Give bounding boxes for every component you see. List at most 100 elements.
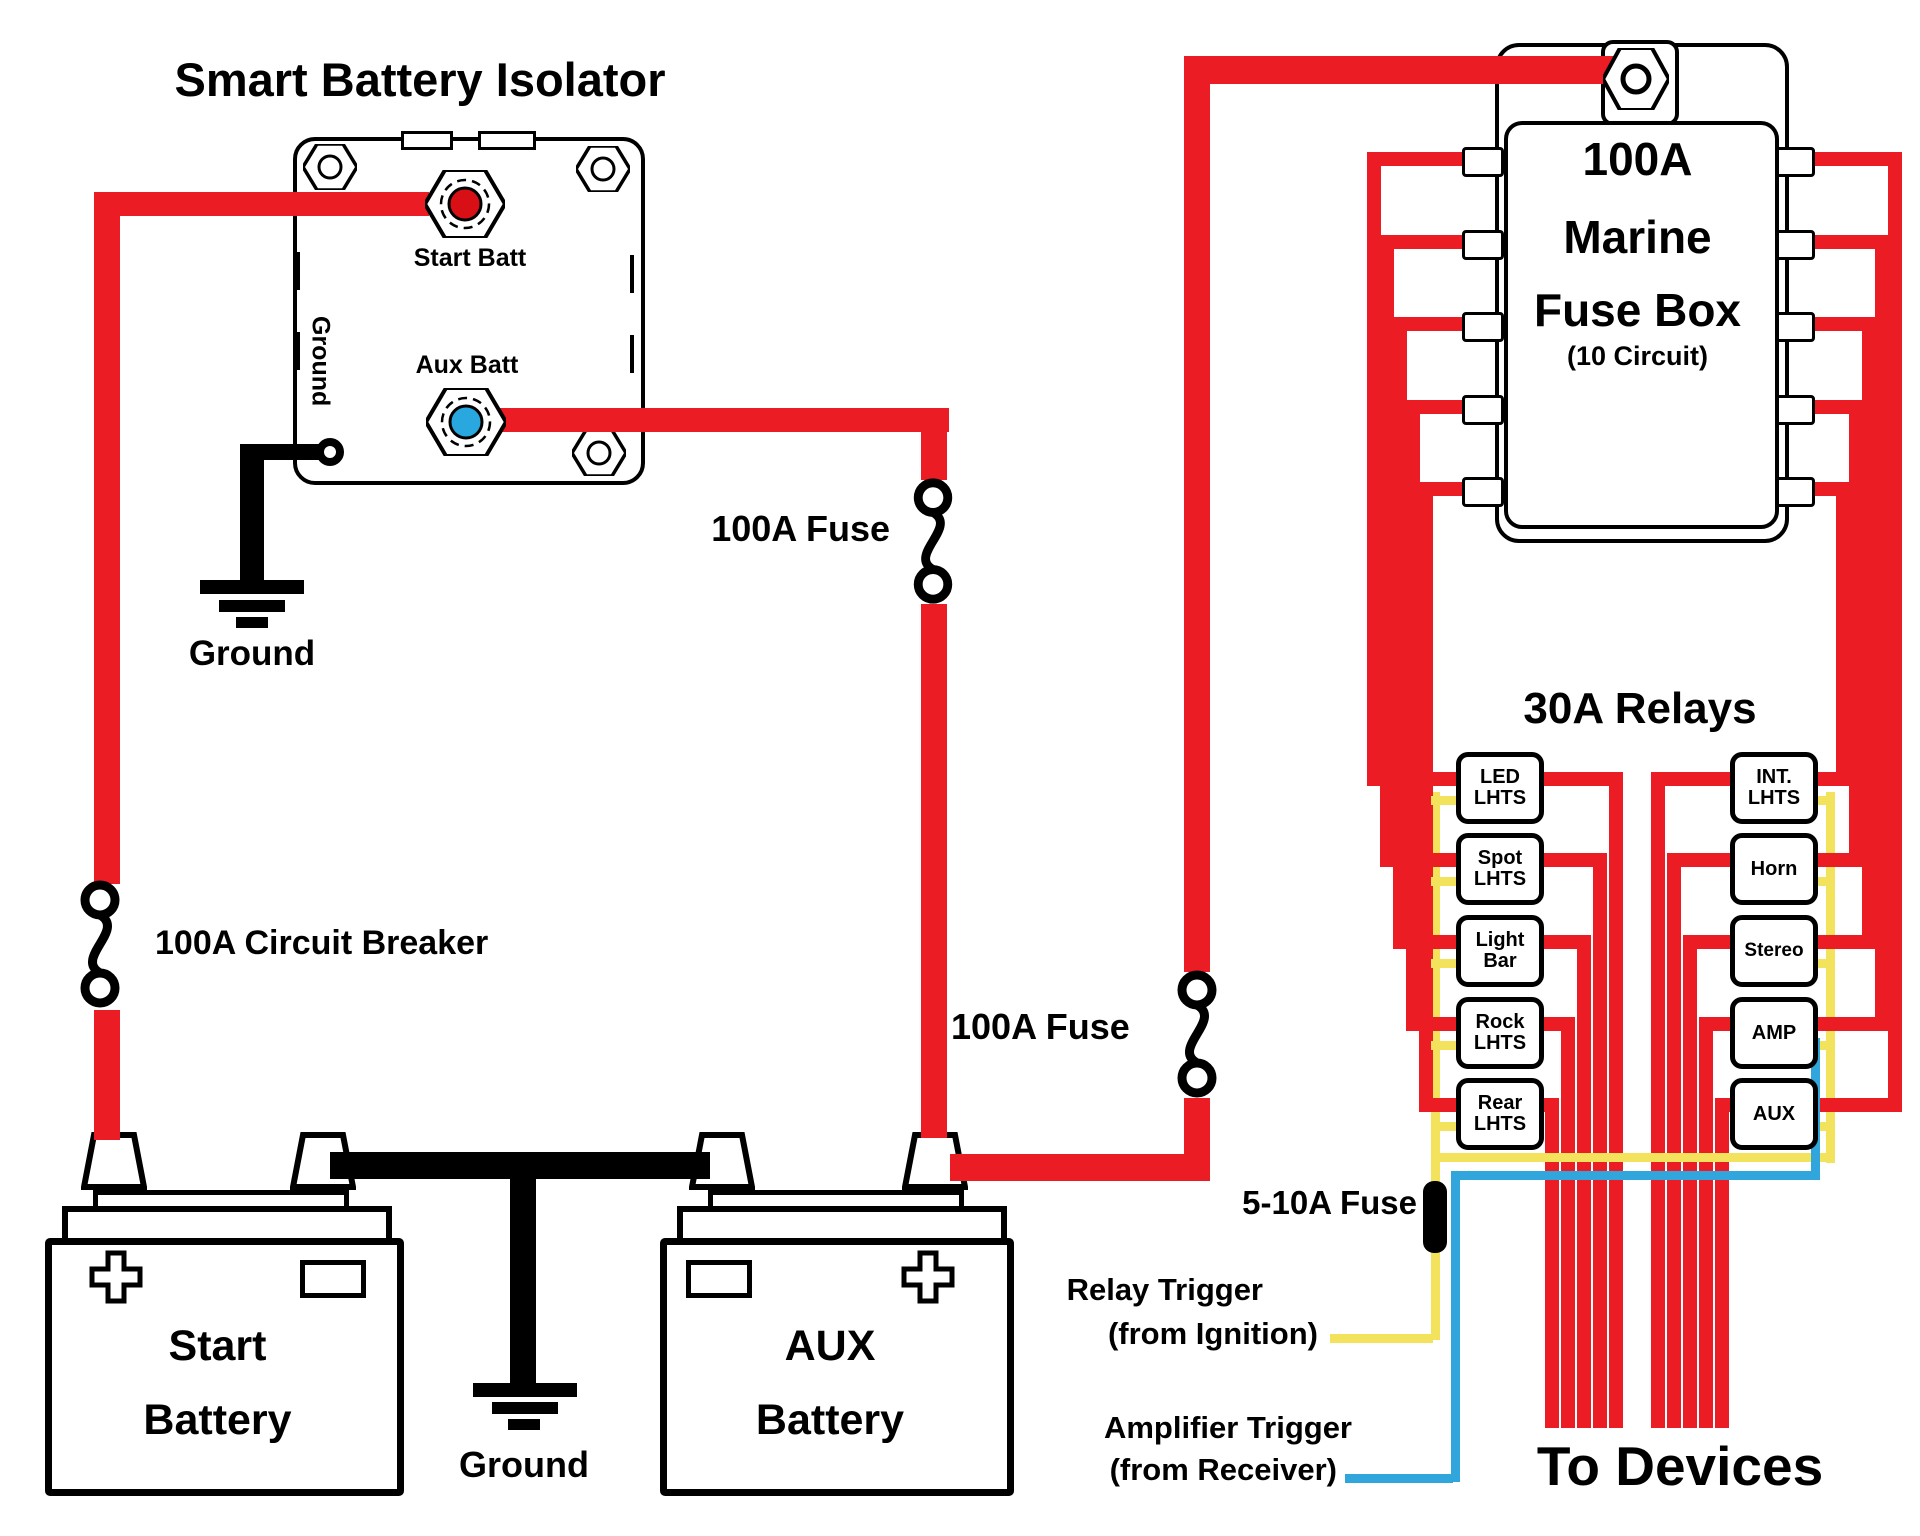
to-devices-label: To Devices — [1536, 1435, 1824, 1497]
relay-led-lights: LED LHTS — [1456, 752, 1544, 824]
wire-int-out-v — [1651, 772, 1665, 1428]
minus-icon — [300, 1260, 366, 1298]
wire-start-vertical-lower — [94, 1010, 120, 1140]
wire-relay-horn-feed — [1805, 853, 1863, 867]
amp-trigger-v-left — [1451, 1171, 1460, 1482]
fuse-box-inner — [1504, 121, 1779, 529]
fusebox-tab — [1462, 395, 1504, 425]
plus-icon — [89, 1250, 143, 1304]
relay-interior-lights: INT. LHTS — [1730, 752, 1818, 824]
wire-int-out-h — [1651, 772, 1732, 786]
relay-spot-lights: Spot LHTS — [1456, 833, 1544, 905]
fusebox-tab — [1462, 477, 1504, 507]
wire-led-out-h — [1533, 772, 1623, 786]
trigger-bus-bottom — [1431, 1153, 1835, 1162]
wire-spot-out-v — [1593, 853, 1607, 1428]
wire-aux-feed-vertical-lower — [1184, 1098, 1210, 1181]
wire-spot-out-h — [1533, 853, 1607, 867]
isolator-side-tick — [296, 332, 300, 370]
wire-tabL4-h — [1406, 400, 1464, 414]
wire-tabR2-v — [1875, 235, 1889, 1031]
aux-battery-label-2: Battery — [755, 1396, 905, 1444]
fusebox-tab — [1773, 395, 1815, 425]
trigger-to-label — [1330, 1334, 1433, 1343]
fuse1-label: 100A Fuse — [711, 508, 890, 549]
relay-light-bar: Light Bar — [1456, 915, 1544, 987]
isolator-top-notch — [401, 131, 453, 150]
wire-isolator-aux — [500, 408, 949, 432]
fusebox-tab — [1773, 230, 1815, 260]
relay-rear-lights: Rear LHTS — [1456, 1078, 1544, 1150]
wire-aux-feed-vertical-upper — [1184, 58, 1210, 972]
wire-lightbar-out-v — [1577, 935, 1591, 1428]
wire-tabL3-v — [1393, 317, 1407, 949]
battery-ground-bus — [330, 1152, 710, 1179]
fusebox-tab — [1462, 147, 1504, 177]
bolt-icon — [303, 144, 357, 190]
wire-tabR3-v — [1862, 317, 1876, 949]
wire-auxrelay-out-v — [1715, 1098, 1729, 1428]
wire-tabR3-h — [1809, 317, 1862, 331]
aux-battery-label-1: AUX — [784, 1322, 876, 1370]
amp-trigger-h-bottom — [1451, 1171, 1820, 1180]
isolator-ground-wire-v — [240, 444, 264, 584]
ground-symbol-bar — [508, 1419, 540, 1430]
wire-tabR5-h — [1809, 482, 1836, 496]
wire-stereo-out-v — [1683, 935, 1697, 1428]
wire-relay-amp-feed — [1805, 1017, 1889, 1031]
wire-tabR1-h — [1809, 152, 1888, 166]
wire-start-vertical-upper — [94, 192, 120, 884]
wire-tabR4-h — [1809, 400, 1849, 414]
wire-tabL3-h — [1393, 317, 1464, 331]
trigger-drop-lower — [1431, 1251, 1440, 1340]
start-battery-label-2: Battery — [143, 1396, 292, 1444]
trigger-stub-lightbar — [1431, 959, 1458, 968]
ground-symbol-bar — [200, 580, 304, 594]
fuse-coil-icon — [913, 478, 953, 604]
relay-rock-lights: Rock LHTS — [1456, 997, 1544, 1069]
trigger-drop-upper — [1431, 1162, 1440, 1183]
wire-rear-out-v — [1545, 1098, 1559, 1428]
battery-terminal-icon — [81, 1132, 147, 1190]
relay-trigger-bus-right — [1826, 792, 1835, 1163]
wire-rock-out-v — [1561, 1017, 1575, 1428]
relays-title: 30A Relays — [1523, 684, 1757, 733]
ground-symbol-bar — [492, 1402, 558, 1414]
low-amp-fuse-label: 5-10A Fuse — [1242, 1184, 1417, 1221]
start-batt-terminal-label: Start Batt — [413, 244, 527, 272]
trigger-stub-led — [1431, 796, 1458, 805]
ground-symbol-bar — [236, 617, 268, 628]
fusebox-tab — [1773, 477, 1815, 507]
isolator-ground-symbol-label: Ground — [188, 634, 316, 673]
battery-ground-label: Ground — [459, 1444, 589, 1485]
wire-tabR5-v — [1836, 482, 1850, 786]
circuit-breaker-coil-icon — [80, 880, 120, 1008]
wire-tabL4-v — [1406, 400, 1420, 1031]
fusebox-tab — [1773, 312, 1815, 342]
relay-trigger-bus-left — [1431, 792, 1440, 1163]
bolt-icon — [572, 430, 626, 476]
wire-led-out-v — [1609, 772, 1623, 1428]
wire-fusebox-feed-top — [1184, 56, 1640, 84]
start-battery-label-1: Start — [168, 1322, 267, 1370]
wire-aux-vertical-lower — [921, 604, 947, 1138]
fuse2-label: 100A Fuse — [951, 1006, 1130, 1047]
wire-amp-out-v — [1699, 1017, 1713, 1428]
isolator-side-tick — [296, 252, 300, 290]
diagram-title: Smart Battery Isolator — [174, 53, 666, 106]
amp-trigger-to-label — [1345, 1474, 1453, 1483]
wire-tabL2-h — [1380, 235, 1464, 249]
fusebox-tab — [1462, 312, 1504, 342]
amp-trigger-label-2: (from Receiver) — [1109, 1452, 1337, 1487]
battery-ground-drop — [510, 1179, 536, 1387]
isolator-side-tick — [630, 335, 634, 373]
wire-tabL1-h — [1367, 152, 1464, 166]
low-amp-fuse-body — [1423, 1181, 1447, 1253]
trigger-stub-rear — [1431, 1122, 1458, 1131]
wire-horn-out-v — [1667, 853, 1681, 1428]
fuse-box-line3: Fuse Box — [1533, 284, 1742, 336]
isolator-ground-label: Ground — [306, 316, 335, 407]
plus-icon — [901, 1250, 955, 1304]
wire-aux-vertical-upper — [921, 408, 947, 480]
fuse-box-line2: Marine — [1563, 211, 1712, 263]
